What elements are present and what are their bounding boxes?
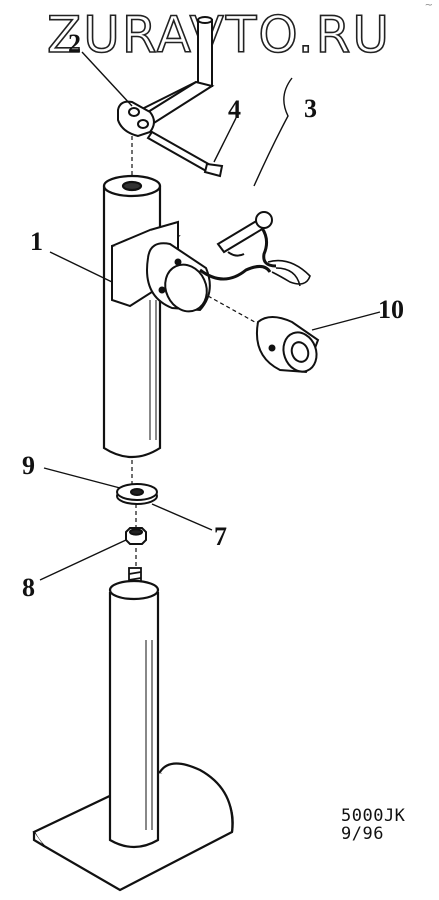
callout-9: 9 <box>22 451 35 480</box>
corner-mark: ~ <box>424 0 433 11</box>
callout-10: 10 <box>378 295 404 324</box>
collar <box>256 316 320 374</box>
lanyard-cable <box>199 227 277 281</box>
callout-4: 4 <box>228 95 241 124</box>
crank-handle <box>117 16 215 138</box>
callout-8: 8 <box>22 573 35 602</box>
nut <box>125 527 147 545</box>
callout-3: 3 <box>304 94 317 123</box>
callout-2: 2 <box>68 29 81 58</box>
assembly-axis-side <box>207 295 263 327</box>
hair-pin-clip <box>267 259 311 287</box>
inner-leg <box>108 579 160 849</box>
watermark-text: ZURAVTO.RU <box>47 6 391 64</box>
callout-7: 7 <box>214 522 227 551</box>
side-housing <box>146 242 211 313</box>
drawing-code-line2: 9/96 <box>341 824 384 844</box>
pin <box>146 130 224 178</box>
drawing-code: 5000JK 9/96 <box>341 807 405 843</box>
lock-pin <box>216 211 273 257</box>
leader-lines <box>39 51 381 581</box>
washer <box>116 483 158 505</box>
drawing-code-line1: 5000JK <box>341 806 406 826</box>
outer-tube <box>102 174 162 459</box>
callout-1: 1 <box>30 227 43 256</box>
